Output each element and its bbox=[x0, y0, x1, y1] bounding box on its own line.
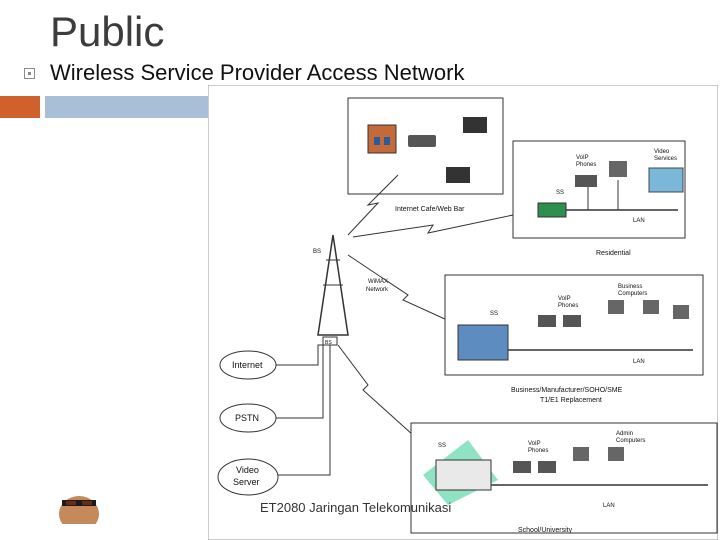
biz-pc-2 bbox=[643, 300, 659, 314]
school-comp-1: Admin bbox=[616, 431, 633, 437]
slide-footer: ET2080 Jaringan Telekomunikasi bbox=[260, 500, 452, 515]
res-house-icon bbox=[537, 202, 567, 218]
res-lan: LAN bbox=[633, 218, 645, 224]
bs-bottom: BS bbox=[325, 340, 332, 346]
school-pc-1 bbox=[573, 447, 589, 461]
biz-ss: SS bbox=[490, 311, 498, 317]
res-phone-icon bbox=[575, 175, 597, 187]
presenter-photo bbox=[48, 490, 110, 524]
cafe-label: Internet Cafe/Web Bar bbox=[395, 206, 465, 213]
res-video-2: Services bbox=[654, 156, 677, 162]
cloud-video: Video bbox=[236, 465, 259, 475]
res-video-1: Video bbox=[654, 149, 670, 155]
biz-label-1: Business/Manufacturer/SOHO/SME bbox=[511, 387, 623, 394]
biz-pc-3 bbox=[673, 305, 689, 319]
res-voip-2: Phones bbox=[576, 162, 596, 168]
link-cafe bbox=[347, 174, 399, 236]
accent-bar-orange bbox=[0, 96, 40, 118]
res-ss: SS bbox=[556, 190, 564, 196]
cloud-server: Server bbox=[233, 477, 260, 487]
biz-phone-2 bbox=[563, 315, 581, 327]
network-diagram: Internet Cafe/Web Bar VoIP Phones Video … bbox=[208, 85, 718, 540]
router-icon bbox=[408, 135, 436, 147]
laptop-icon-1 bbox=[463, 117, 487, 133]
res-voip-1: VoIP bbox=[576, 155, 589, 161]
video-server-cloud bbox=[217, 458, 279, 496]
cloud-internet: Internet bbox=[232, 360, 263, 370]
biz-comp-2: Computers bbox=[618, 291, 647, 297]
school-phone-2 bbox=[538, 461, 556, 473]
biz-lan: LAN bbox=[633, 359, 645, 365]
biz-comp-1: Business bbox=[618, 284, 642, 290]
school-phone-1 bbox=[513, 461, 531, 473]
school-lan: LAN bbox=[603, 503, 615, 509]
link-residential bbox=[352, 214, 514, 238]
laptop-icon-2 bbox=[446, 167, 470, 183]
link-school bbox=[337, 344, 414, 436]
school-ss: SS bbox=[438, 443, 446, 449]
tv-icon bbox=[648, 167, 684, 193]
cafe-building-icon bbox=[367, 124, 397, 154]
biz-phone-1 bbox=[538, 315, 556, 327]
bullet-text: Wireless Service Provider Access Network bbox=[50, 60, 465, 85]
biz-pc-1 bbox=[608, 300, 624, 314]
slide-title: Public bbox=[50, 8, 165, 55]
bullet-icon bbox=[24, 68, 35, 79]
biz-voip-2: Phones bbox=[558, 303, 578, 309]
accent-bar-gap bbox=[40, 96, 45, 118]
wimax-2: Network bbox=[366, 287, 389, 293]
res-label: Residential bbox=[596, 250, 631, 257]
biz-voip-1: VoIP bbox=[558, 296, 571, 302]
res-computer-icon bbox=[609, 161, 627, 177]
school-comp-2: Computers bbox=[616, 438, 645, 444]
school-pc-2 bbox=[608, 447, 624, 461]
cloud-pstn: PSTN bbox=[235, 413, 259, 423]
link-business bbox=[347, 254, 459, 326]
school-label: School/University bbox=[518, 527, 573, 534]
school-voip-2: Phones bbox=[528, 448, 548, 454]
accent-bar-blue bbox=[45, 96, 210, 118]
biz-label-2: T1/E1 Replacement bbox=[540, 397, 602, 404]
school-building-icon bbox=[435, 459, 492, 491]
wimax-1: WiMAX bbox=[368, 279, 388, 285]
school-voip-1: VoIP bbox=[528, 441, 541, 447]
factory-icon bbox=[457, 324, 509, 361]
bs-top: BS bbox=[313, 249, 321, 255]
